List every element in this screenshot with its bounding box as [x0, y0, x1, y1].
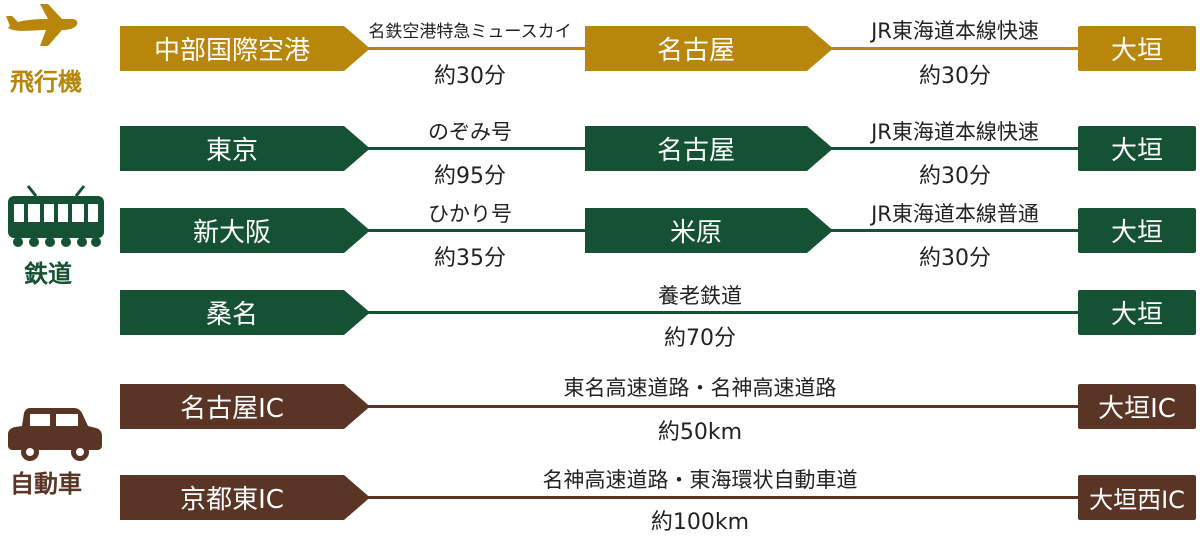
airplane-icon — [6, 4, 78, 46]
train-category: 鉄道 — [0, 180, 110, 290]
origin-chubu-airport: 中部国際空港 — [120, 26, 370, 71]
transfer-nagoya: 名古屋 — [585, 26, 833, 71]
line-name: 名鉄空港特急ミュースカイ — [368, 22, 572, 42]
travel-time: 約30分 — [434, 64, 506, 89]
route-line — [350, 405, 1090, 408]
line-name: JR東海道本線普通 — [871, 202, 1039, 226]
origin-shin-osaka: 新大阪 — [120, 208, 370, 253]
travel-time: 約30分 — [919, 64, 991, 89]
car-label: 自動車 — [10, 470, 82, 498]
road-name: 東名高速道路・名神高速道路 — [563, 376, 837, 400]
destination-ogaki: 大垣 — [1078, 26, 1196, 71]
car-icon — [8, 408, 102, 461]
line-name: JR東海道本線快速 — [871, 120, 1039, 144]
airplane-category: 飛行機 — [0, 0, 110, 100]
travel-distance: 約100km — [650, 510, 750, 535]
transfer-maibara: 米原 — [585, 208, 833, 253]
destination-ogaki: 大垣 — [1078, 208, 1196, 253]
line-name: JR東海道本線快速 — [871, 19, 1039, 43]
car-category: 自動車 — [0, 400, 110, 510]
line-name: 養老鉄道 — [658, 284, 742, 308]
road-name: 名神高速道路・東海環状自動車道 — [542, 468, 858, 492]
line-name: のぞみ号 — [428, 120, 512, 144]
origin-tokyo: 東京 — [120, 126, 370, 171]
origin-kyoto-higashi-ic: 京都東IC — [120, 475, 370, 520]
transfer-nagoya: 名古屋 — [585, 126, 833, 171]
travel-time: 約35分 — [434, 246, 506, 271]
destination-ogaki-nishi-ic: 大垣西IC — [1078, 475, 1196, 520]
origin-kuwana: 桑名 — [120, 290, 370, 335]
train-icon — [8, 185, 104, 247]
origin-nagoya-ic: 名古屋IC — [120, 384, 370, 429]
travel-distance: 約50km — [657, 420, 743, 445]
airplane-label: 飛行機 — [10, 68, 82, 96]
travel-time: 約70分 — [664, 326, 736, 351]
travel-time: 約30分 — [919, 246, 991, 271]
destination-ogaki: 大垣 — [1078, 126, 1196, 171]
route-line — [350, 311, 1090, 314]
destination-ogaki: 大垣 — [1078, 290, 1196, 335]
destination-ogaki-ic: 大垣IC — [1078, 384, 1196, 429]
travel-time: 約95分 — [434, 164, 506, 189]
line-name: ひかり号 — [428, 202, 512, 226]
train-label: 鉄道 — [24, 260, 72, 288]
route-line — [350, 496, 1090, 499]
travel-time: 約30分 — [919, 164, 991, 189]
